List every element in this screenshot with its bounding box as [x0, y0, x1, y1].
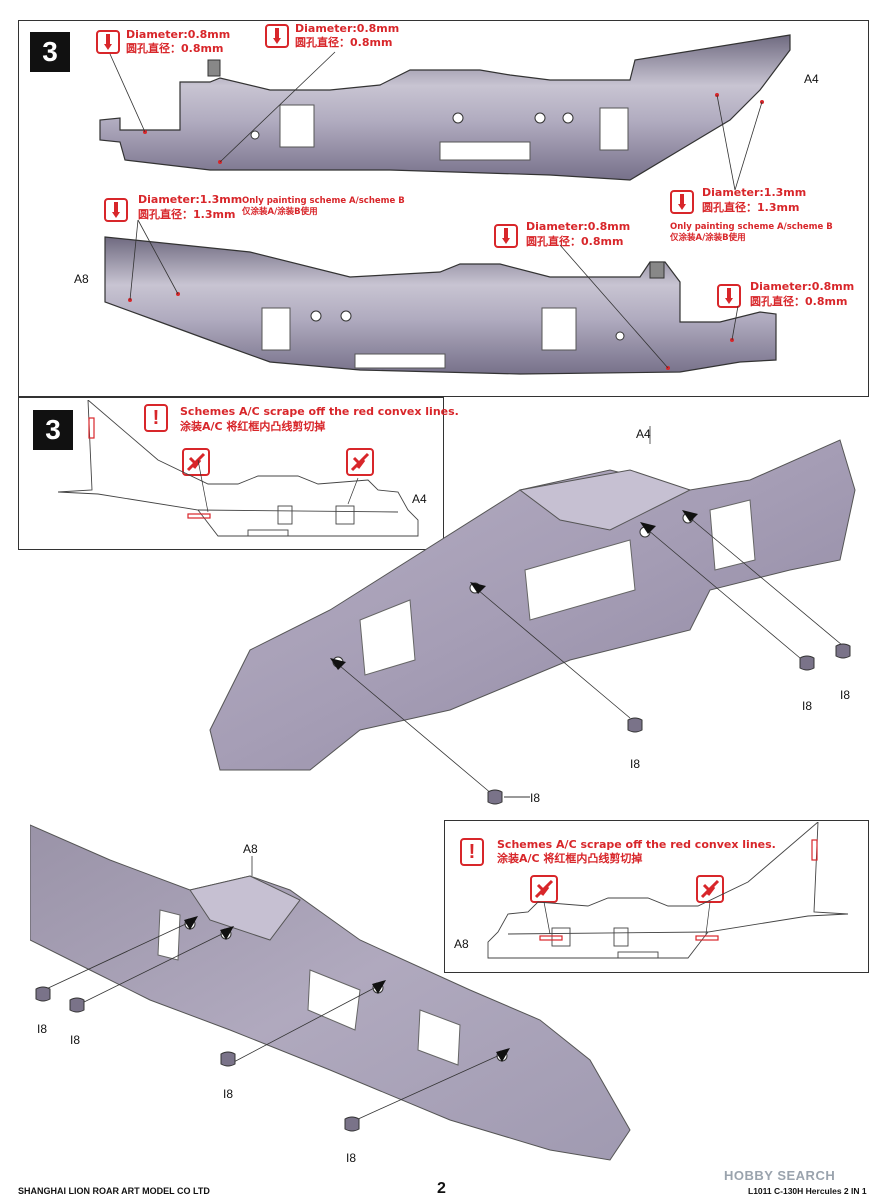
watermark-hobby-search: HOBBY SEARCH [724, 1168, 836, 1183]
drill-note-3-cn: 圆孔直径：1.3mm [702, 201, 800, 214]
part-label-i8: I8 [346, 1151, 357, 1165]
drill-note-6-cn: 圆孔直径：0.8mm [750, 295, 848, 308]
scheme-note-2-en: Only painting scheme A/scheme B [670, 222, 833, 232]
part-label-a8-3d: A8 [243, 842, 258, 856]
scrape-note-1-cn: 涂装A/C 将红框内凸线剪切掉 [180, 420, 326, 433]
fuselage-a4-3d-view [209, 439, 856, 771]
scrape-note-frame-a8 [444, 820, 869, 973]
i8-part [35, 986, 51, 1002]
i8-part [835, 643, 851, 659]
leader-i8 [504, 796, 530, 798]
drill-note-5-en: Diameter:0.8mm [526, 220, 631, 233]
i8-part [220, 1051, 236, 1067]
part-label-a4-top: A4 [804, 72, 819, 86]
part-label-a4-mid: A4 [412, 492, 427, 506]
drill-note-2-en: Diameter:0.8mm [295, 22, 400, 35]
step-number-mid: 3 [33, 410, 73, 450]
scrape-icon [182, 448, 210, 476]
part-label-a8-top: A8 [74, 272, 89, 286]
scrape-icon [346, 448, 374, 476]
i8-part [344, 1116, 360, 1132]
scrape-note-frame-a4 [18, 397, 444, 550]
i8-part [69, 997, 85, 1013]
leader-lines-a4 [330, 426, 843, 795]
part-label-i8: I8 [802, 699, 813, 713]
leader-lines-top [109, 51, 763, 369]
a4-outline-diagram [58, 400, 419, 537]
step-number-top: 3 [30, 32, 70, 72]
drill-note-4-en: Diameter:1.3mm [138, 193, 243, 206]
scheme-note-1-cn: 仅涂装A/涂装B使用 [242, 207, 318, 217]
drill-icon [96, 30, 120, 54]
drill-icon [265, 24, 289, 48]
drill-note-3-en: Diameter:1.3mm [702, 186, 807, 199]
i8-part [627, 717, 643, 733]
scheme-note-1-en: Only painting scheme A/scheme B [242, 196, 405, 206]
part-label-i8: I8 [70, 1033, 81, 1047]
part-label-i8: I8 [840, 688, 851, 702]
drill-note-6-en: Diameter:0.8mm [750, 280, 855, 293]
warning-icon: ! [144, 404, 168, 432]
footer-company: SHANGHAI LION ROAR ART MODEL CO LTD [18, 1186, 210, 1196]
drill-note-5-cn: 圆孔直径：0.8mm [526, 235, 624, 248]
footer-product: L1011 C-130H Hercules 2 IN 1 [748, 1186, 867, 1196]
part-label-i8: I8 [223, 1087, 234, 1101]
drill-note-2-cn: 圆孔直径：0.8mm [295, 36, 393, 49]
drill-note-1-en: Diameter:0.8mm [126, 28, 231, 41]
a8-outline-diagram [487, 822, 849, 959]
fuselage-a8-3d-view [30, 824, 631, 1161]
part-label-i8: I8 [37, 1022, 48, 1036]
part-label-i8: I8 [530, 791, 541, 805]
drill-icon [494, 224, 518, 248]
step-3-drilling-frame [18, 20, 869, 397]
part-label-a8-frame: A8 [454, 937, 469, 951]
scrape-note-1-en: Schemes A/C scrape off the red convex li… [180, 405, 459, 418]
drill-icon [670, 190, 694, 214]
drill-note-4-cn: 圆孔直径：1.3mm [138, 208, 236, 221]
part-label-a4-3d: A4 [636, 427, 651, 441]
drill-note-1-cn: 圆孔直径：0.8mm [126, 42, 224, 55]
fuselage-a4-side-view [99, 34, 791, 181]
i8-part [487, 789, 503, 805]
scrape-note-2-en: Schemes A/C scrape off the red convex li… [497, 838, 776, 851]
drill-icon [717, 284, 741, 308]
scrape-note-2-cn: 涂装A/C 将红框内凸线剪切掉 [497, 852, 643, 865]
fuselage-a8-side-view [104, 236, 777, 375]
part-label-i8: I8 [630, 757, 641, 771]
footer-page-number: 2 [437, 1180, 446, 1197]
scheme-note-2-cn: 仅涂装A/涂装B使用 [670, 233, 746, 243]
warning-icon: ! [460, 838, 484, 866]
i8-part [799, 655, 815, 671]
leader-lines-a8 [43, 856, 510, 1121]
drill-icon [104, 198, 128, 222]
